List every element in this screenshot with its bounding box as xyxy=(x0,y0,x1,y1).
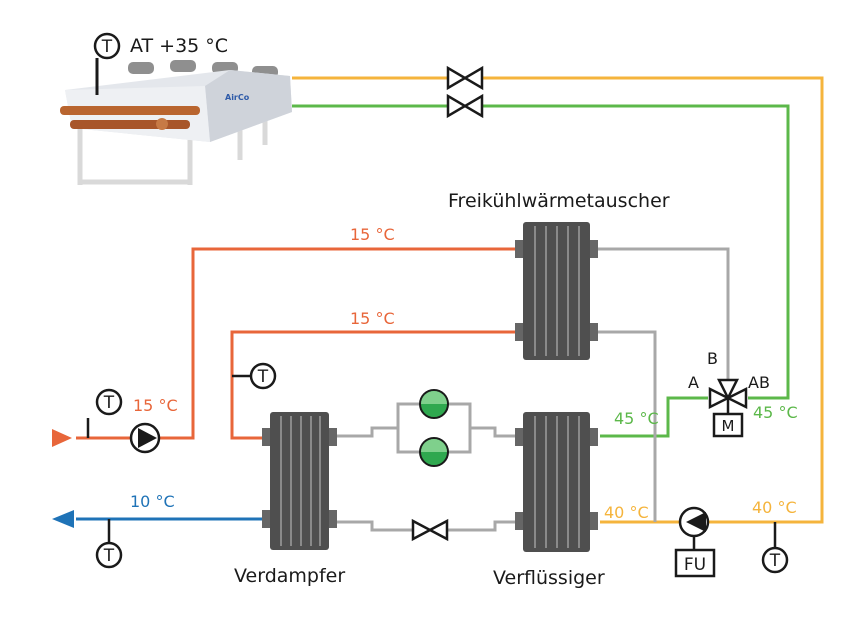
valve-port-b-label: B xyxy=(707,349,718,368)
svg-text:M: M xyxy=(722,417,735,435)
temp-inlet-label: 15 °C xyxy=(133,396,178,415)
temp-condenser-out-label: 45 °C xyxy=(614,409,659,428)
temperature-sensor-icon: T xyxy=(249,362,277,390)
svg-text:T: T xyxy=(101,37,113,57)
inlet-arrow-icon xyxy=(52,429,72,447)
valve-port-ab-label: AB xyxy=(748,373,770,392)
svg-text:T: T xyxy=(103,393,115,413)
hot-water-pipe xyxy=(292,76,824,524)
condenser-label: Verflüssiger xyxy=(493,567,605,589)
hot-supply-temperature-sensor-icon: T xyxy=(761,522,789,574)
temp-hot-supply-label: 40 °C xyxy=(752,498,797,517)
evaporator-heat-exchanger xyxy=(262,412,337,550)
compressor-pump-lower-icon xyxy=(419,437,449,467)
frequency-converter-icon: FU xyxy=(674,548,716,578)
temp-outlet-label: 10 °C xyxy=(130,492,175,511)
freecooling-heat-exchanger xyxy=(515,222,598,360)
freecooling-hx-label: Freikühlwärmetauscher xyxy=(448,190,670,212)
ambient-temperature-sensor-icon: T xyxy=(93,32,121,60)
temp-green-return-label: 45 °C xyxy=(753,403,798,422)
inlet-temperature-sensor-icon: T xyxy=(86,388,123,438)
svg-text:T: T xyxy=(103,546,115,566)
green-pipe-condenser xyxy=(600,396,708,438)
red-pipe-mid xyxy=(230,330,520,440)
inlet-pump-icon xyxy=(129,422,161,454)
svg-text:FU: FU xyxy=(684,555,706,575)
ambient-temperature-label: AT +35 °C xyxy=(130,35,228,57)
outlet-arrow-icon xyxy=(52,510,74,528)
green-pipe xyxy=(292,104,790,400)
temp-condenser-in-label: 40 °C xyxy=(604,503,649,522)
valve-port-a-label: A xyxy=(688,373,699,392)
shutoff-valve-hot-icon xyxy=(446,65,484,91)
three-way-valve-icon xyxy=(708,378,748,414)
drycooler-brand-label: AirCo xyxy=(225,93,250,102)
shutoff-valve-green-icon xyxy=(446,93,484,119)
temp-red-top-label: 15 °C xyxy=(350,225,395,244)
condenser-pump-icon xyxy=(678,506,710,550)
outlet-temperature-sensor-icon: T xyxy=(95,519,123,569)
grey-pipe-mid xyxy=(598,330,657,522)
svg-text:T: T xyxy=(257,367,269,387)
evaporator-label: Verdampfer xyxy=(234,565,345,587)
shutoff-valve-bottom-icon xyxy=(411,518,449,542)
compressor-pump-upper-icon xyxy=(419,389,449,419)
condenser-heat-exchanger xyxy=(515,412,598,552)
temp-red-mid-label: 15 °C xyxy=(350,309,395,328)
grey-pipe-top xyxy=(598,247,730,382)
valve-motor-icon: M xyxy=(712,412,744,438)
svg-text:T: T xyxy=(769,551,781,571)
dry-cooler-unit: AirCo xyxy=(60,58,292,185)
